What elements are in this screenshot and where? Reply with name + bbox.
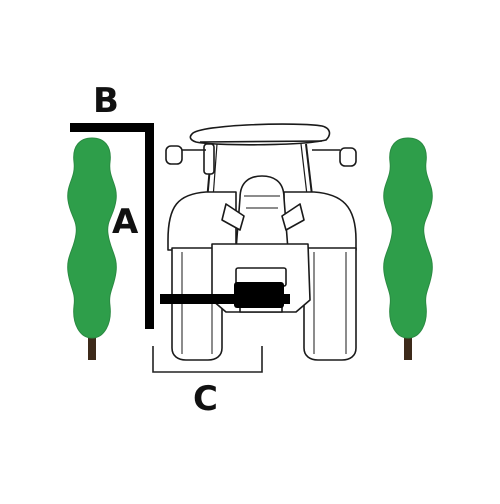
- left-tree-foliage: [67, 137, 117, 339]
- left-tree-trunk: [88, 332, 96, 360]
- tractor-right-fender: [283, 191, 357, 251]
- mower-arm-icon: [160, 282, 290, 308]
- mower-boom: [160, 294, 290, 304]
- dimension-c-bracket: [152, 346, 263, 373]
- tractor-exhaust: [203, 143, 215, 175]
- right-tree-trunk: [404, 332, 412, 360]
- dimension-label-c: C: [193, 379, 218, 419]
- tractor-roof-edge: [199, 140, 323, 143]
- left-tree-icon: [67, 137, 117, 360]
- dimension-b-line: [70, 123, 154, 132]
- tractor-icon: [165, 123, 357, 361]
- right-tree-icon: [383, 137, 433, 360]
- dimension-label-a: A: [112, 202, 139, 242]
- tractor-left-lift-arm: [221, 203, 245, 231]
- tractor-seat-detail: [244, 195, 280, 209]
- tractor-roof: [189, 123, 331, 146]
- tractor-seat: [235, 175, 289, 251]
- tractor-right-lift-arm: [281, 203, 305, 231]
- tractor-right-wheel-tread: [313, 252, 347, 354]
- mower-gearbox: [234, 282, 284, 308]
- dimension-label-b: B: [93, 81, 119, 121]
- tractor-right-wheel: [303, 247, 357, 361]
- tractor-right-mirror: [339, 147, 357, 167]
- right-tree-foliage: [383, 137, 433, 339]
- dimension-markers: [70, 123, 263, 373]
- dimension-a-line: [145, 123, 154, 329]
- tractor-left-mirror: [165, 145, 183, 165]
